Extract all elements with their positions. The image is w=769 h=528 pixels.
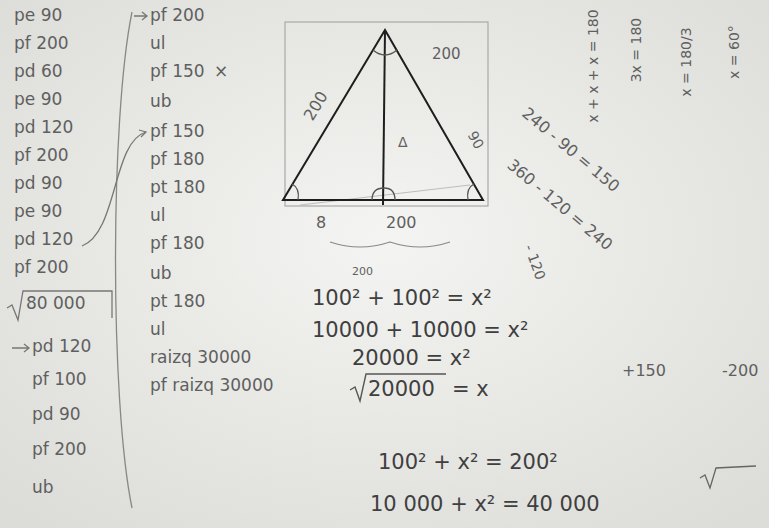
handwritten-note: pf 150 [150,122,205,142]
handwritten-note: pd 120 [32,337,91,357]
handwritten-note: pf 150 [150,62,205,82]
handwritten-note: pd 60 [14,62,63,82]
handwritten-note: pf 100 [32,370,87,390]
handwritten-note: 10000 + 10000 = x² [312,318,528,342]
handwritten-note: pt 180 [150,178,205,198]
handwritten-note: 200 [386,214,417,232]
arrow [12,344,29,352]
handwritten-note: 200 [300,88,331,124]
altitude [383,30,385,205]
handwritten-note: 100² + x² = 200² [378,450,558,474]
handwritten-note: pd 90 [14,174,63,194]
handwritten-note: x = 180/3 [678,27,694,96]
handwritten-note: pf 180 [150,234,205,254]
handwritten-note: 200 [352,266,373,279]
handwritten-note: ub [32,478,54,498]
handwritten-note: pd 120 [14,230,73,250]
handwritten-note: pf 180 [150,150,205,170]
handwritten-note: ub [150,264,172,284]
brace [330,242,450,247]
angle-arc [292,184,298,200]
handwritten-note: 3x = 180 [628,18,644,83]
handwritten-note: pe 90 [14,202,62,222]
handwritten-note: 90 [465,128,488,151]
handwritten-note: pf 200 [32,440,87,460]
radical-sign [7,291,112,320]
radical-sign [350,374,446,401]
angle-arc [372,188,395,200]
handwritten-note: - 120 [521,242,549,282]
angle-arc [373,50,397,55]
handwritten-note: 100² + 100² = x² [312,286,492,310]
handwritten-note: × [214,62,228,82]
handwritten-note: pd 120 [14,118,73,138]
handwritten-note: +150 [622,362,666,380]
handwritten-note: = x [452,377,489,401]
handwritten-note: ul [150,34,166,54]
angle-arc [468,184,474,200]
arrow [82,132,146,246]
handwritten-note: x + x + x = 180 [585,9,601,122]
arrow [134,12,147,20]
handwritten-note: 8 [316,214,326,232]
handwritten-note: pe 90 [14,90,62,110]
handwritten-note: 80 000 [26,294,85,314]
pencil-square [285,22,488,206]
handwritten-note: pd 90 [32,405,81,425]
handwritten-note: ub [150,92,172,112]
handwritten-note: Δ [398,134,408,150]
handwritten-note: 20000 = x² [352,346,471,370]
handwritten-note: pt 180 [150,292,205,312]
handwritten-note: ul [150,320,166,340]
radical-sign [700,466,756,488]
handwritten-note: pf raizq 30000 [150,376,274,396]
handwritten-note: 20000 [368,377,435,401]
handwritten-note: pf 200 [14,146,69,166]
handwritten-note: pf 200 [14,258,69,278]
arrowhead [139,130,146,137]
handwritten-note: pe 90 [14,6,62,26]
handwritten-note: 10 000 + x² = 40 000 [370,492,600,516]
handwritten-note: x = 60° [726,25,742,79]
handwritten-note: pf 200 [150,6,205,26]
bracket [116,12,133,508]
handwritten-note: 200 [432,46,461,63]
handwritten-note: ul [150,206,166,226]
handwritten-note: -200 [722,362,758,380]
handwritten-note: pf 200 [14,34,69,54]
pencil-line [300,185,470,205]
handwritten-note: raizq 30000 [150,348,251,368]
